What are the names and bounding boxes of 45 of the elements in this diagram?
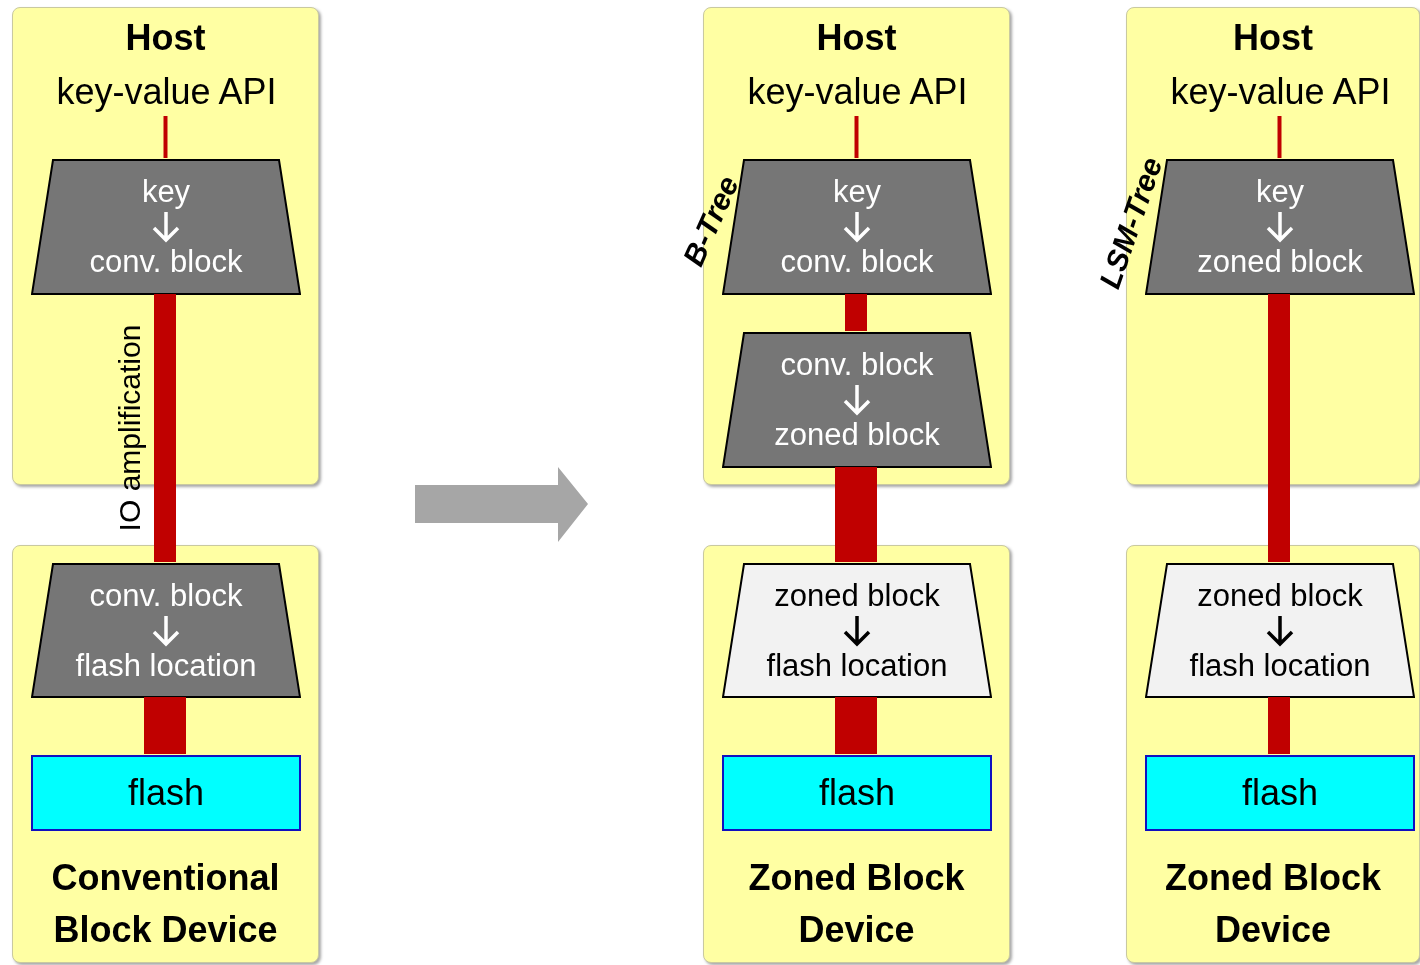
device-title: Zoned Block Device bbox=[1164, 856, 1382, 952]
connector-line bbox=[835, 697, 877, 754]
mapping-trapezoid bbox=[31, 563, 301, 698]
connector-line bbox=[154, 294, 176, 562]
device-panel bbox=[12, 545, 319, 963]
mapping-text: flash location bbox=[75, 646, 257, 685]
connector-line bbox=[1277, 116, 1282, 158]
mapping-trapezoid bbox=[722, 332, 992, 468]
mapping-text: conv. block bbox=[89, 243, 243, 281]
api-label: key-value API bbox=[714, 67, 1001, 117]
mapping-text: flash location bbox=[1189, 646, 1371, 685]
mapping-text: conv. block bbox=[780, 346, 934, 384]
connector-line bbox=[144, 697, 186, 754]
panel-title: Host bbox=[124, 16, 207, 60]
mapping-text: conv. block bbox=[780, 243, 934, 281]
edge-label: IO amplification bbox=[115, 324, 145, 532]
mapping-text: key bbox=[1255, 173, 1305, 211]
device-panel bbox=[703, 545, 1010, 963]
mapping-text: flash location bbox=[766, 646, 948, 685]
mapping-text: key bbox=[141, 173, 191, 211]
connector-line bbox=[854, 116, 859, 158]
device-panel bbox=[1126, 545, 1420, 963]
api-label: key-value API bbox=[23, 67, 310, 117]
flash-block: flash bbox=[1145, 755, 1415, 831]
connector-line bbox=[835, 467, 877, 562]
mapping-text: zoned block bbox=[1197, 576, 1363, 615]
api-label: key-value API bbox=[1137, 67, 1420, 117]
mapping-trapezoid bbox=[1145, 563, 1415, 698]
mapping-trapezoid bbox=[31, 159, 301, 295]
panel-title: Host bbox=[815, 16, 898, 60]
mapping-text: conv. block bbox=[89, 576, 243, 615]
connector-line bbox=[845, 294, 867, 331]
mapping-text: zoned block bbox=[774, 416, 940, 454]
connector-line bbox=[1268, 697, 1290, 754]
connector-line bbox=[1268, 294, 1290, 562]
flash-block: flash bbox=[722, 755, 992, 831]
flash-block: flash bbox=[31, 755, 301, 831]
mapping-text: key bbox=[832, 173, 882, 211]
mapping-text: zoned block bbox=[774, 576, 940, 615]
device-title: Conventional Block Device bbox=[50, 856, 281, 952]
connector-line bbox=[163, 116, 168, 158]
panel-title: Host bbox=[1232, 16, 1314, 60]
mapping-text: zoned block bbox=[1197, 243, 1363, 281]
mapping-trapezoid bbox=[722, 563, 992, 698]
device-title: Zoned Block Device bbox=[747, 856, 966, 952]
